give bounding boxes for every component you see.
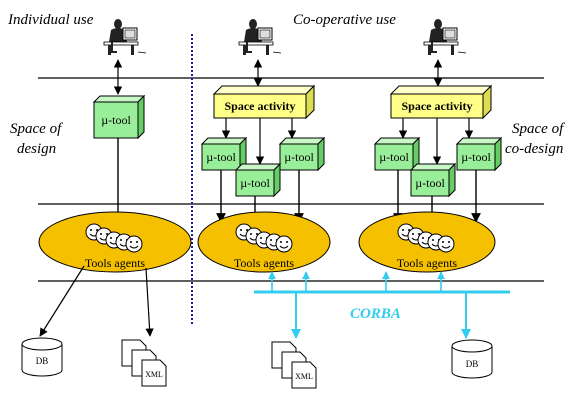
xml-label: XML: [145, 370, 163, 379]
tools-agents-group: Tools agents: [38, 211, 192, 273]
agent-icon: [275, 235, 293, 253]
micro-tool-label: µ-tool: [415, 176, 445, 190]
space-of-design-label-1: Space of: [10, 121, 63, 137]
user-icon: [238, 18, 282, 56]
db-label: DB: [466, 359, 479, 369]
micro-tool-label: µ-tool: [379, 150, 409, 164]
micro-tool-box: µ-tool: [234, 162, 282, 198]
micro-tool-label: µ-tool: [284, 150, 314, 164]
micro-tool-label: µ-tool: [240, 176, 270, 190]
user-icon: [103, 18, 147, 56]
micro-tool-box: µ-tool: [278, 136, 326, 172]
space-of-codesign-label-1: Space of: [512, 121, 565, 137]
xml-label: XML: [295, 372, 313, 381]
xml-documents-icon: XML: [271, 341, 317, 389]
agents-db-link: [39, 265, 85, 337]
agent-icon: [437, 235, 455, 253]
agent-icon: [125, 235, 143, 253]
space-of-codesign-label-2: co-design: [505, 141, 563, 157]
tools-agents-label: Tools agents: [397, 256, 457, 270]
micro-tool-label: µ-tool: [461, 150, 491, 164]
micro-tool-box: µ-tool: [455, 136, 503, 172]
user-icon: [423, 18, 467, 56]
micro-tool-box: µ-tool: [409, 162, 457, 198]
space-of-design-label-2: design: [17, 141, 56, 157]
xml-documents-icon: XML: [121, 339, 167, 387]
database-icon: DB: [21, 337, 63, 377]
micro-tool-label: µ-tool: [101, 113, 131, 127]
tools-agents-label: Tools agents: [234, 256, 294, 270]
space-activity-label: Space activity: [402, 99, 473, 113]
tools-agents-group: Tools agents: [197, 211, 331, 273]
tools-agents-group: Tools agents: [358, 211, 496, 273]
micro-tool-box: µ-tool: [200, 136, 248, 172]
db-label: DB: [36, 356, 49, 366]
micro-tool-box: µ-tool: [373, 136, 421, 172]
space-activity-label: Space activity: [225, 99, 296, 113]
database-icon: DB: [451, 339, 493, 379]
agents-xml-link: [145, 267, 154, 337]
space-activity-box: Space activity: [389, 84, 493, 120]
micro-tool-label: µ-tool: [206, 150, 236, 164]
individual-use-label: Individual use: [7, 12, 94, 28]
cooperative-use-label: Co-operative use: [293, 12, 396, 28]
space-activity-box: Space activity: [212, 84, 316, 120]
tools-agents-label: Tools agents: [85, 256, 145, 270]
micro-tool-box: µ-tool: [92, 94, 146, 140]
corba-label: CORBA: [350, 306, 401, 322]
